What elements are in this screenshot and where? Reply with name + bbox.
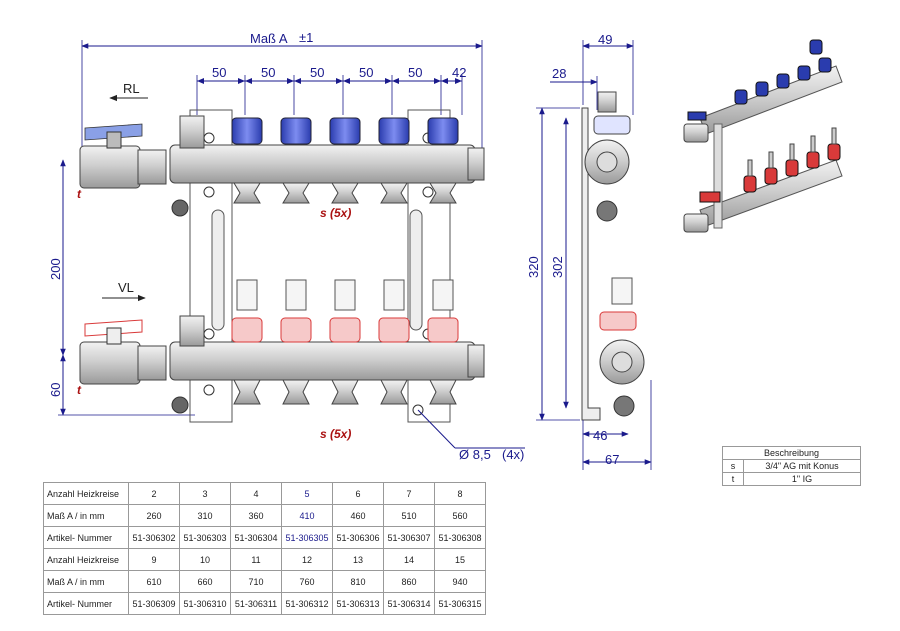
blue-caps — [231, 117, 459, 145]
rl-label: RL — [123, 81, 140, 96]
hole-diameter: Ø 8,5 — [459, 447, 491, 462]
vl-label: VL — [118, 280, 134, 295]
table-cell: 10 — [179, 548, 231, 571]
table-row: Maß A / in mm 610 660 710 760 810 860 94… — [43, 570, 486, 593]
table-cell: 14 — [383, 548, 435, 571]
table-cell: 610 — [128, 570, 180, 593]
table-cell: 51-306312 — [281, 592, 333, 615]
table-cell: 260 — [128, 504, 180, 527]
side-view: 49 28 320 302 46 67 — [526, 32, 652, 470]
table-cell: 1" IG — [743, 472, 861, 486]
table-cell: s — [722, 459, 744, 473]
table-cell: 51-306302 — [128, 526, 180, 549]
table-cell: Maß A / in mm — [43, 504, 129, 527]
table-cell: 2 — [128, 482, 180, 505]
spacing-6: 42 — [452, 65, 466, 80]
flow-meters — [236, 279, 454, 311]
table-cell: 410 — [281, 504, 333, 527]
table-cell: 310 — [179, 504, 231, 527]
table-cell: 560 — [434, 504, 486, 527]
table-cell: 6 — [332, 482, 384, 505]
table-cell: 51-306315 — [434, 592, 486, 615]
spacing-5: 50 — [408, 65, 422, 80]
table-cell: 760 — [281, 570, 333, 593]
table-cell: 7 — [383, 482, 435, 505]
flow-manifold — [79, 315, 485, 416]
table-cell: 51-306310 — [179, 592, 231, 615]
table-cell: 3 — [179, 482, 231, 505]
table-cell: 13 — [332, 548, 384, 571]
table-row: s 3/4" AG mit Konus — [722, 459, 861, 473]
table-cell: 51-306313 — [332, 592, 384, 615]
table-cell: 11 — [230, 548, 282, 571]
top-outlets — [233, 182, 457, 204]
side-320: 320 — [526, 256, 541, 278]
mass-a-label: Maß A — [250, 31, 288, 46]
table-cell: 5 — [281, 482, 333, 505]
table-cell: 51-306309 — [128, 592, 180, 615]
table-cell: Maß A / in mm — [43, 570, 129, 593]
table-cell: 510 — [383, 504, 435, 527]
table-cell: 9 — [128, 548, 180, 571]
red-caps — [231, 317, 459, 343]
side-49: 49 — [598, 32, 612, 47]
table-cell: 51-306305 — [281, 526, 333, 549]
spacing-3: 50 — [310, 65, 324, 80]
spacing-4: 50 — [359, 65, 373, 80]
table-cell: 51-306314 — [383, 592, 435, 615]
t-label-bottom: t — [77, 383, 82, 397]
description-title: Beschreibung — [722, 446, 861, 460]
table-cell: t — [722, 472, 744, 486]
side-28: 28 — [552, 66, 566, 81]
t-label-top: t — [77, 187, 82, 201]
table-cell: 51-306306 — [332, 526, 384, 549]
s-label-top: s (5x) — [320, 206, 351, 220]
product-3d-illustration — [683, 39, 843, 233]
height-60: 60 — [48, 383, 63, 397]
front-view: Maß A ±1 50 50 50 50 50 42 RL VL — [48, 30, 525, 462]
table-cell: 51-306311 — [230, 592, 282, 615]
table-row: Anzahl Heizkreise 2 3 4 5 6 7 8 — [43, 482, 486, 505]
table-cell: 4 — [230, 482, 282, 505]
mass-a-tolerance: ±1 — [299, 30, 313, 45]
table-cell: 710 — [230, 570, 282, 593]
table-cell: 660 — [179, 570, 231, 593]
table-cell: 940 — [434, 570, 486, 593]
table-row: Beschreibung — [722, 446, 861, 460]
table-cell: Artikel- Nummer — [43, 526, 129, 549]
table-cell: Anzahl Heizkreise — [43, 548, 129, 571]
spacing-1: 50 — [212, 65, 226, 80]
table-row: Anzahl Heizkreise 9 10 11 12 13 14 15 — [43, 548, 486, 571]
table-cell: 51-306303 — [179, 526, 231, 549]
table-cell: 51-306307 — [383, 526, 435, 549]
table-cell: 3/4" AG mit Konus — [743, 459, 861, 473]
table-cell: 8 — [434, 482, 486, 505]
s-label-bottom: s (5x) — [320, 427, 351, 441]
table-cell: 360 — [230, 504, 282, 527]
description-table: Beschreibung s 3/4" AG mit Konus t 1" IG — [722, 446, 861, 486]
table-row: t 1" IG — [722, 472, 861, 486]
table-cell: 15 — [434, 548, 486, 571]
table-cell: 810 — [332, 570, 384, 593]
table-cell: 51-306304 — [230, 526, 282, 549]
table-cell: Artikel- Nummer — [43, 592, 129, 615]
table-row: Maß A / in mm 260 310 360 410 460 510 56… — [43, 504, 486, 527]
table-cell: 51-306308 — [434, 526, 486, 549]
hole-count: (4x) — [502, 447, 524, 462]
bottom-outlets — [233, 379, 457, 405]
table-cell: 460 — [332, 504, 384, 527]
side-67: 67 — [605, 452, 619, 467]
table-row: Artikel- Nummer 51-306302 51-306303 51-3… — [43, 526, 486, 549]
table-cell: Anzahl Heizkreise — [43, 482, 129, 505]
height-200: 200 — [48, 258, 63, 280]
side-46: 46 — [593, 428, 607, 443]
table-cell: 12 — [281, 548, 333, 571]
return-manifold — [79, 115, 485, 217]
side-302: 302 — [550, 256, 565, 278]
table-row: Artikel- Nummer 51-306309 51-306310 51-3… — [43, 592, 486, 615]
table-cell: 860 — [383, 570, 435, 593]
spec-table: Anzahl Heizkreise 2 3 4 5 6 7 8 Maß A / … — [43, 482, 486, 615]
spacing-2: 50 — [261, 65, 275, 80]
